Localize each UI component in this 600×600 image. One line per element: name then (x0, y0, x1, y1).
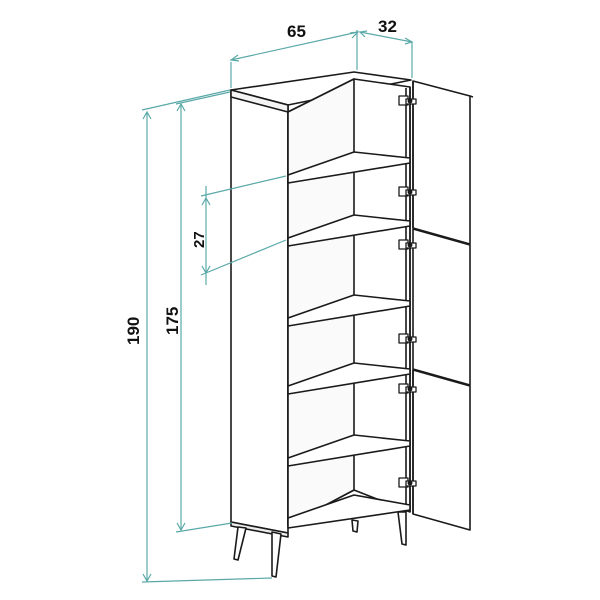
leg-back-center (351, 519, 359, 533)
hinge-icon (398, 95, 417, 106)
hinge-icon (398, 477, 417, 488)
leg-front-right (271, 531, 282, 578)
depth-dimension (358, 30, 414, 78)
door-bottom (412, 369, 471, 531)
body-height-dimension (175, 91, 233, 533)
cabinet (230, 71, 474, 578)
depth-label: 32 (378, 17, 397, 36)
width-label: 65 (287, 22, 306, 41)
hinges (398, 95, 417, 488)
leg-back-right (397, 511, 407, 546)
dimension-labels: 65 32 190 175 27 (124, 17, 397, 345)
shelf-5 (287, 434, 411, 467)
shelf-1 (287, 151, 411, 184)
shelves (287, 151, 411, 529)
shelf-4 (287, 362, 411, 395)
width-dimension (229, 30, 360, 88)
legs (233, 511, 407, 578)
shelf-2 (287, 214, 411, 247)
dimension-lines (141, 30, 414, 583)
shelf-bottom (287, 494, 411, 529)
doors (412, 80, 474, 531)
hinge-icon (398, 383, 417, 394)
hinge-icon (398, 239, 417, 250)
leg-front-left (233, 526, 247, 561)
door-top (412, 80, 471, 245)
hinge-icon (398, 186, 417, 197)
side-panel-front-edge (230, 89, 289, 534)
door-middle (412, 228, 471, 386)
shelf-3 (287, 294, 411, 327)
shelf-spacing-dimension (200, 175, 287, 285)
hinge-icon (398, 333, 417, 344)
total-height-dimension (141, 89, 273, 583)
total-height-label: 190 (124, 317, 143, 345)
body-height-label: 175 (163, 307, 182, 335)
shelf-spacing-label: 27 (191, 231, 208, 248)
